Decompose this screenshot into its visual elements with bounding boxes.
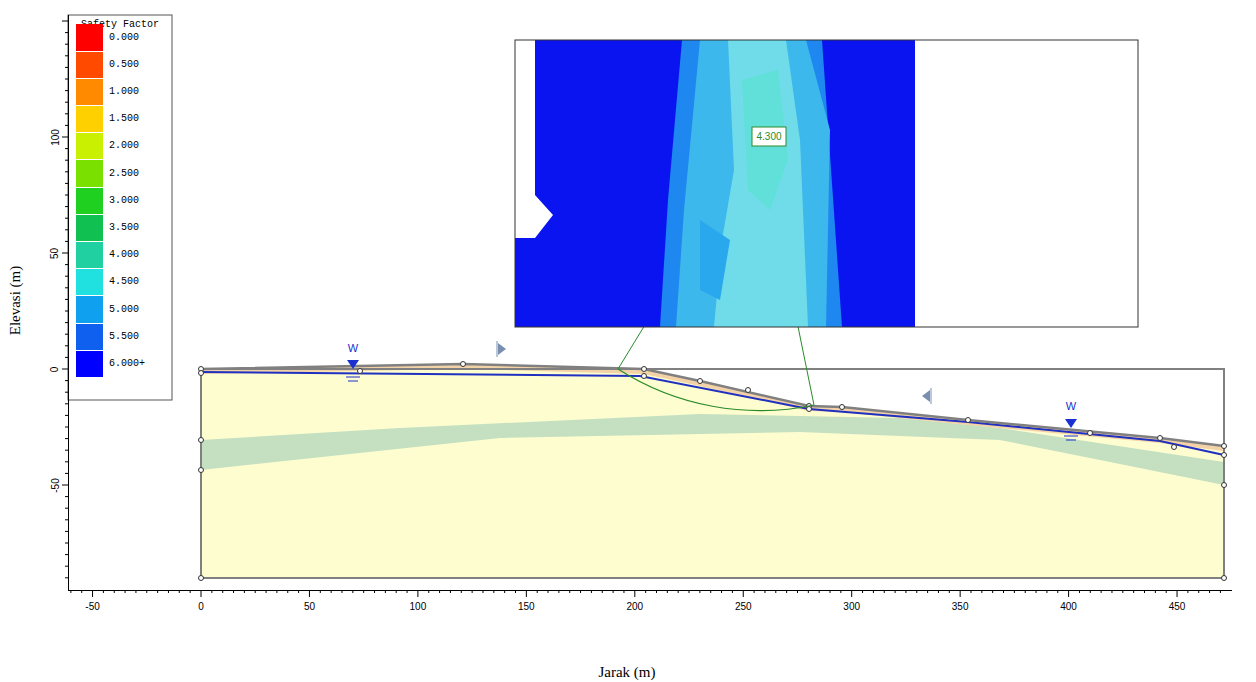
x-tick-label: 50 — [304, 601, 315, 612]
legend-label: 4.500 — [109, 276, 139, 287]
legend-label: 4.000 — [109, 249, 139, 260]
legend-swatch — [76, 351, 103, 377]
x-tick-label: 150 — [518, 601, 535, 612]
y-tick-label: 0 — [50, 366, 61, 372]
legend-label: 0.000 — [109, 32, 139, 43]
top-soil-layer — [201, 364, 1224, 451]
legend-swatch — [76, 106, 103, 132]
x-tick-label: 450 — [1169, 601, 1186, 612]
water-label: W — [348, 342, 358, 354]
x-tick-label: 400 — [1060, 601, 1077, 612]
x-tick-label: 200 — [626, 601, 643, 612]
legend-swatch — [76, 215, 103, 241]
clay-band — [201, 414, 1224, 485]
water-marker — [346, 360, 1078, 440]
search-limit-marker — [497, 341, 931, 404]
legend-label: 1.500 — [109, 113, 139, 124]
sand-layer — [201, 364, 1224, 578]
legend-label: 6.000+ — [109, 358, 145, 369]
x-tick-label: 250 — [735, 601, 752, 612]
model-boundary — [201, 369, 1224, 578]
x-tick-label: 0 — [198, 601, 204, 612]
slip-surface — [618, 369, 814, 411]
legend-label: 1.000 — [109, 86, 139, 97]
vertices — [199, 362, 1227, 581]
legend-swatch — [76, 188, 103, 214]
slip-centre-grid — [515, 40, 1138, 327]
legend-label: 3.500 — [109, 222, 139, 233]
axis-title: Elevasi (m) — [8, 265, 25, 335]
ground-surface — [201, 364, 1224, 446]
legend-swatch — [76, 24, 103, 50]
legend-swatch — [76, 52, 103, 78]
y-tick-label: -50 — [49, 478, 60, 492]
legend-swatch — [76, 242, 103, 268]
legend-swatch — [76, 79, 103, 105]
legend-swatch — [76, 324, 103, 350]
legend-frame — [68, 15, 172, 400]
axis-title: Jarak (m) — [598, 664, 655, 681]
axes — [62, 15, 1232, 597]
factor-of-safety-value: 4.300 — [756, 131, 781, 142]
x-tick-label: 100 — [410, 601, 427, 612]
legend-label: 5.000 — [109, 304, 139, 315]
legend-swatch — [76, 160, 103, 186]
legend-label: 3.000 — [109, 195, 139, 206]
water-label: W — [1066, 400, 1076, 412]
legend-swatch — [76, 269, 103, 295]
x-tick-label: 350 — [952, 601, 969, 612]
x-tick-label: -50 — [85, 601, 99, 612]
legend-label: 2.000 — [109, 140, 139, 151]
legend-label: 5.500 — [109, 331, 139, 342]
legend-label: 2.500 — [109, 168, 139, 179]
legend-swatch — [76, 133, 103, 159]
legend-label: 0.500 — [109, 59, 139, 70]
legend-swatch — [76, 296, 103, 322]
x-tick-label: 300 — [843, 601, 860, 612]
y-tick-label: 100 — [50, 129, 61, 146]
y-tick-label: 50 — [50, 247, 61, 258]
